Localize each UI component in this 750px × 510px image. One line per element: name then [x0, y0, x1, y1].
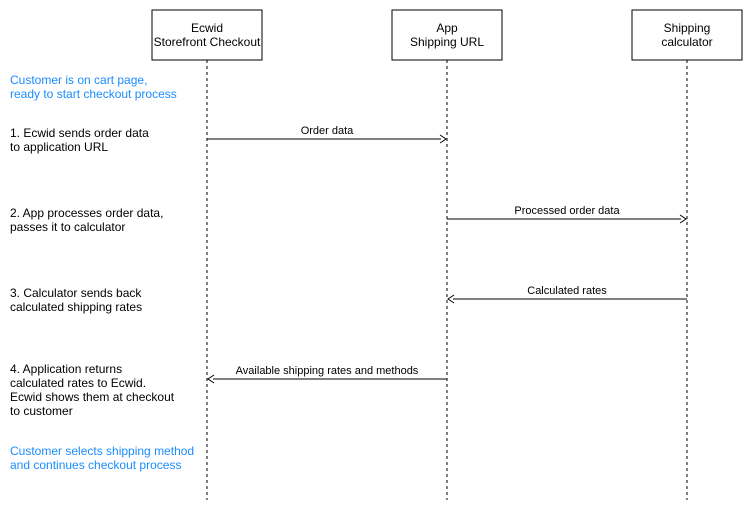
step-1-text: 1. Ecwid sends order data to application… [10, 126, 149, 154]
participant-ecwid-line1: Ecwid [191, 21, 223, 35]
step-2-text: 2. App processes order data, passes it t… [10, 206, 164, 234]
participant-calc-line1: Shipping [664, 21, 711, 35]
message-available-rates: Available shipping rates and methods [207, 365, 447, 384]
message-order-data-label: Order data [301, 125, 354, 137]
step-3-text: 3. Calculator sends back calculated ship… [10, 286, 143, 314]
note-start: Customer is on cart page, ready to start… [10, 73, 177, 101]
message-available-rates-label: Available shipping rates and methods [236, 365, 419, 377]
message-processed-order-data-label: Processed order data [514, 205, 620, 217]
participant-ecwid-line2: Storefront Checkout [154, 35, 261, 49]
step-4-text: 4. Application returns calculated rates … [10, 362, 175, 418]
message-calculated-rates-label: Calculated rates [527, 285, 607, 297]
participant-app-line2: Shipping URL [410, 35, 484, 49]
participant-ecwid: Ecwid Storefront Checkout [151, 9, 263, 61]
message-calculated-rates: Calculated rates [447, 285, 687, 304]
participant-calc-line2: calculator [661, 35, 712, 49]
message-order-data: Order data [207, 125, 447, 144]
message-processed-order-data: Processed order data [447, 205, 687, 224]
participant-app: App Shipping URL [391, 9, 503, 61]
participant-app-line1: App [436, 21, 458, 35]
participant-calc: Shipping calculator [631, 9, 743, 61]
note-end: Customer selects shipping method and con… [10, 444, 195, 472]
